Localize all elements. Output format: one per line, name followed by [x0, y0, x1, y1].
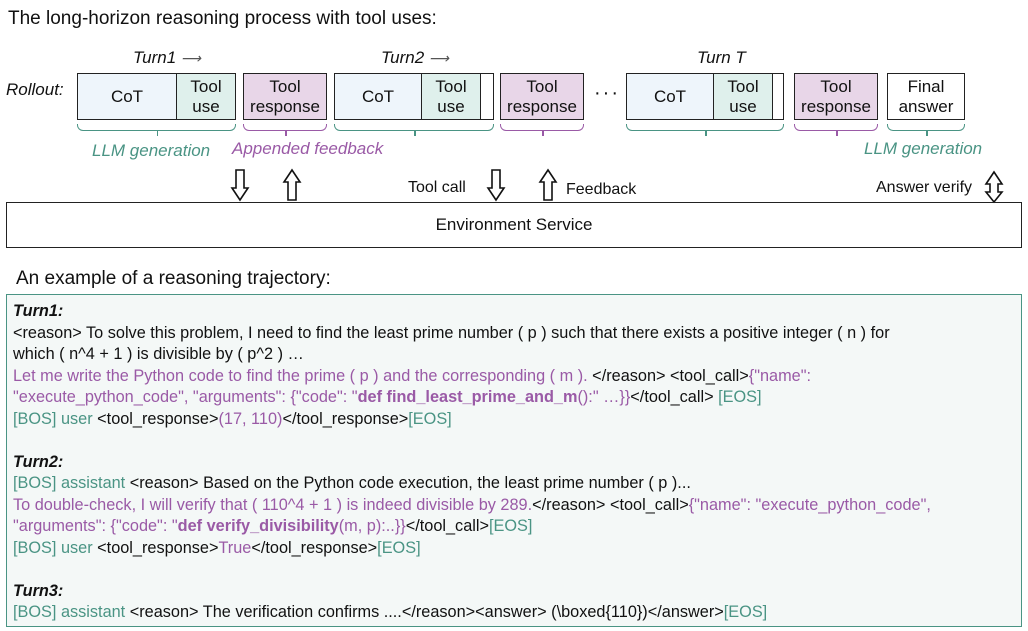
turn3-line1: [BOS] assistant <reason> The verificatio… [13, 603, 768, 621]
example-title: An example of a reasoning trajectory: [16, 268, 331, 289]
up-arrow-icon [538, 168, 558, 201]
right-arrow-icon: ⟶ [428, 50, 449, 66]
label-tool-call: Tool call [408, 179, 466, 196]
final-answer-box: Final answer [887, 73, 965, 120]
down-arrow-icon [230, 169, 250, 202]
environment-service-box: Environment Service [6, 202, 1022, 248]
turn2-label: Turn2: [13, 452, 64, 471]
ellipsis: ··· [594, 82, 620, 104]
turn2-line2: To double-check, I will verify that ( 11… [13, 495, 931, 514]
environment-service-label: Environment Service [435, 215, 593, 234]
turn1-header-label: Turn1 [133, 48, 177, 67]
turn1-line5: [BOS] user <tool_response>(17, 110)</too… [13, 409, 452, 428]
turnT-tool-response-box: Tool response [794, 73, 878, 120]
label-answer-verify: Answer verify [876, 179, 973, 196]
double-arrow-icon [984, 170, 1004, 204]
turn1-label: Turn1: [13, 302, 64, 320]
turnT-header: Turn T [697, 48, 746, 67]
turn1-line4: "execute_python_code", "arguments": {"co… [13, 388, 762, 406]
turn1-tool-use-box: Tool use [176, 73, 236, 120]
label-feedback: Feedback [566, 181, 637, 198]
turn1-tool-response-box: Tool response [243, 73, 327, 120]
turnT-cot-box: CoT [626, 73, 714, 120]
turn2-line3: "arguments": {"code": "def verify_divisi… [13, 517, 533, 535]
turn2-line1: [BOS] assistant <reason> Based on the Py… [13, 474, 691, 492]
right-arrow-icon: ⟶ [180, 50, 201, 66]
turn2-tool-response-box: Tool response [500, 73, 584, 120]
figure-title: The long-horizon reasoning process with … [8, 8, 437, 29]
turn2-tool-use-box: Tool use [421, 73, 481, 120]
label-llm-generation-1: LLM generation [92, 141, 211, 160]
turn1-line1: <reason> To solve this problem, I need t… [13, 323, 890, 342]
turn2-cot-box: CoT [334, 73, 422, 120]
label-llm-generation-2: LLM generation [864, 139, 983, 158]
trajectory-box: Turn1: <reason> To solve this problem, I… [6, 294, 1022, 627]
turnT-tool-use-box: Tool use [713, 73, 773, 120]
up-arrow-icon [282, 168, 302, 201]
turn1-line2: which ( n^4 + 1 ) is divisible by ( p^2 … [13, 345, 304, 363]
rollout-label: Rollout: [6, 80, 64, 99]
turn2-header: Turn2 ⟶ [381, 48, 449, 68]
label-appended-feedback: Appended feedback [232, 139, 384, 158]
turn2-header-label: Turn2 [381, 48, 425, 67]
down-arrow-icon [486, 169, 506, 202]
turn2-line4: [BOS] user <tool_response>True</tool_res… [13, 538, 421, 557]
turn1-line3: Let me write the Python code to find the… [13, 366, 812, 385]
flow-arrows [230, 168, 1004, 204]
turn3-label: Turn3: [13, 581, 64, 600]
turn1-header: Turn1 ⟶ [133, 48, 201, 68]
